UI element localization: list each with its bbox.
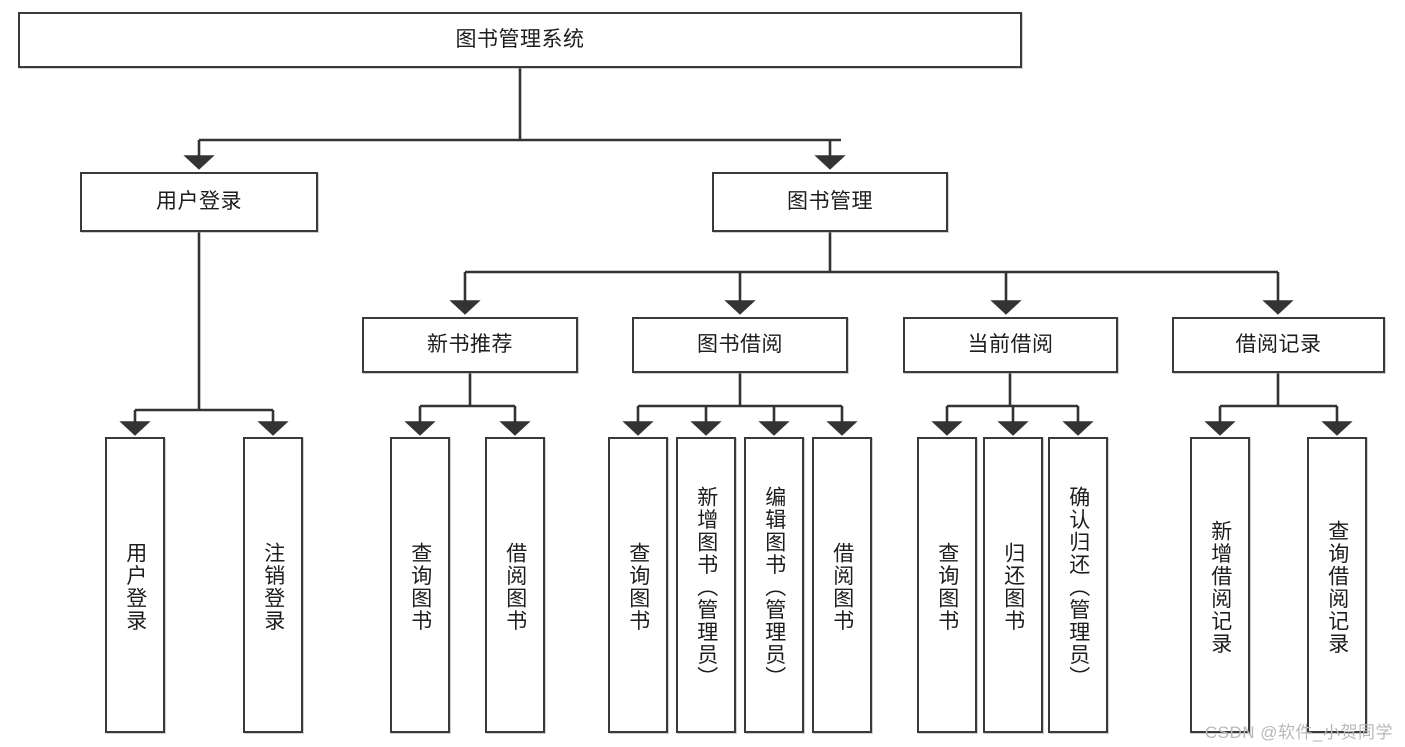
node-book-manage[interactable]: 图书管理 [712,172,948,232]
node-leaf-borrow-book-label: 借阅图书 [830,542,854,632]
node-user-login-label: 用户登录 [156,189,242,213]
node-leaf-return-book[interactable]: 归还图书 [983,437,1043,733]
node-book-manage-label: 图书管理 [787,189,873,213]
node-leaf-query-book-borrow-label: 查询图书 [626,542,650,632]
node-leaf-edit-book-admin[interactable]: 编辑图书（管理员） [744,437,804,733]
node-leaf-borrow-book[interactable]: 借阅图书 [812,437,872,733]
node-leaf-query-book-rec[interactable]: 查询图书 [390,437,450,733]
node-borrow-record[interactable]: 借阅记录 [1172,317,1385,373]
node-user-login[interactable]: 用户登录 [80,172,318,232]
node-leaf-edit-book-admin-label: 编辑图书（管理员） [762,485,786,689]
node-leaf-borrow-book-rec[interactable]: 借阅图书 [485,437,545,733]
node-root-label: 图书管理系统 [455,27,585,51]
node-leaf-query-book-current-label: 查询图书 [935,542,959,632]
node-book-borrow-label: 图书借阅 [697,332,783,356]
node-leaf-add-book-admin-label: 新增图书（管理员） [694,485,718,689]
node-root[interactable]: 图书管理系统 [18,12,1022,68]
node-new-book-rec-label: 新书推荐 [427,332,513,356]
csdn-watermark: CSDN @软件_小贺同学 [1204,723,1393,742]
node-leaf-add-borrow-record-label: 新增借阅记录 [1208,519,1232,655]
node-leaf-borrow-book-rec-label: 借阅图书 [503,542,527,632]
node-leaf-confirm-return-admin[interactable]: 确认归还（管理员） [1048,437,1108,733]
node-borrow-record-label: 借阅记录 [1235,332,1322,356]
node-new-book-rec[interactable]: 新书推荐 [362,317,578,373]
node-leaf-return-book-label: 归还图书 [1001,542,1025,632]
node-leaf-query-borrow-record-label: 查询借阅记录 [1325,519,1349,655]
node-leaf-user-login-label: 用户登录 [123,542,147,632]
node-current-borrow[interactable]: 当前借阅 [903,317,1118,373]
node-leaf-add-book-admin[interactable]: 新增图书（管理员） [676,437,736,733]
node-book-borrow[interactable]: 图书借阅 [632,317,848,373]
node-current-borrow-label: 当前借阅 [967,332,1054,356]
node-leaf-user-login[interactable]: 用户登录 [105,437,165,733]
node-leaf-query-book-current[interactable]: 查询图书 [917,437,977,733]
node-leaf-query-book-borrow[interactable]: 查询图书 [608,437,668,733]
node-leaf-confirm-return-admin-label: 确认归还（管理员） [1066,485,1090,689]
node-leaf-user-logout-label: 注销登录 [261,542,285,632]
node-leaf-query-book-rec-label: 查询图书 [408,542,432,632]
node-leaf-add-borrow-record[interactable]: 新增借阅记录 [1190,437,1250,733]
node-leaf-query-borrow-record[interactable]: 查询借阅记录 [1307,437,1367,733]
node-leaf-user-logout[interactable]: 注销登录 [243,437,303,733]
